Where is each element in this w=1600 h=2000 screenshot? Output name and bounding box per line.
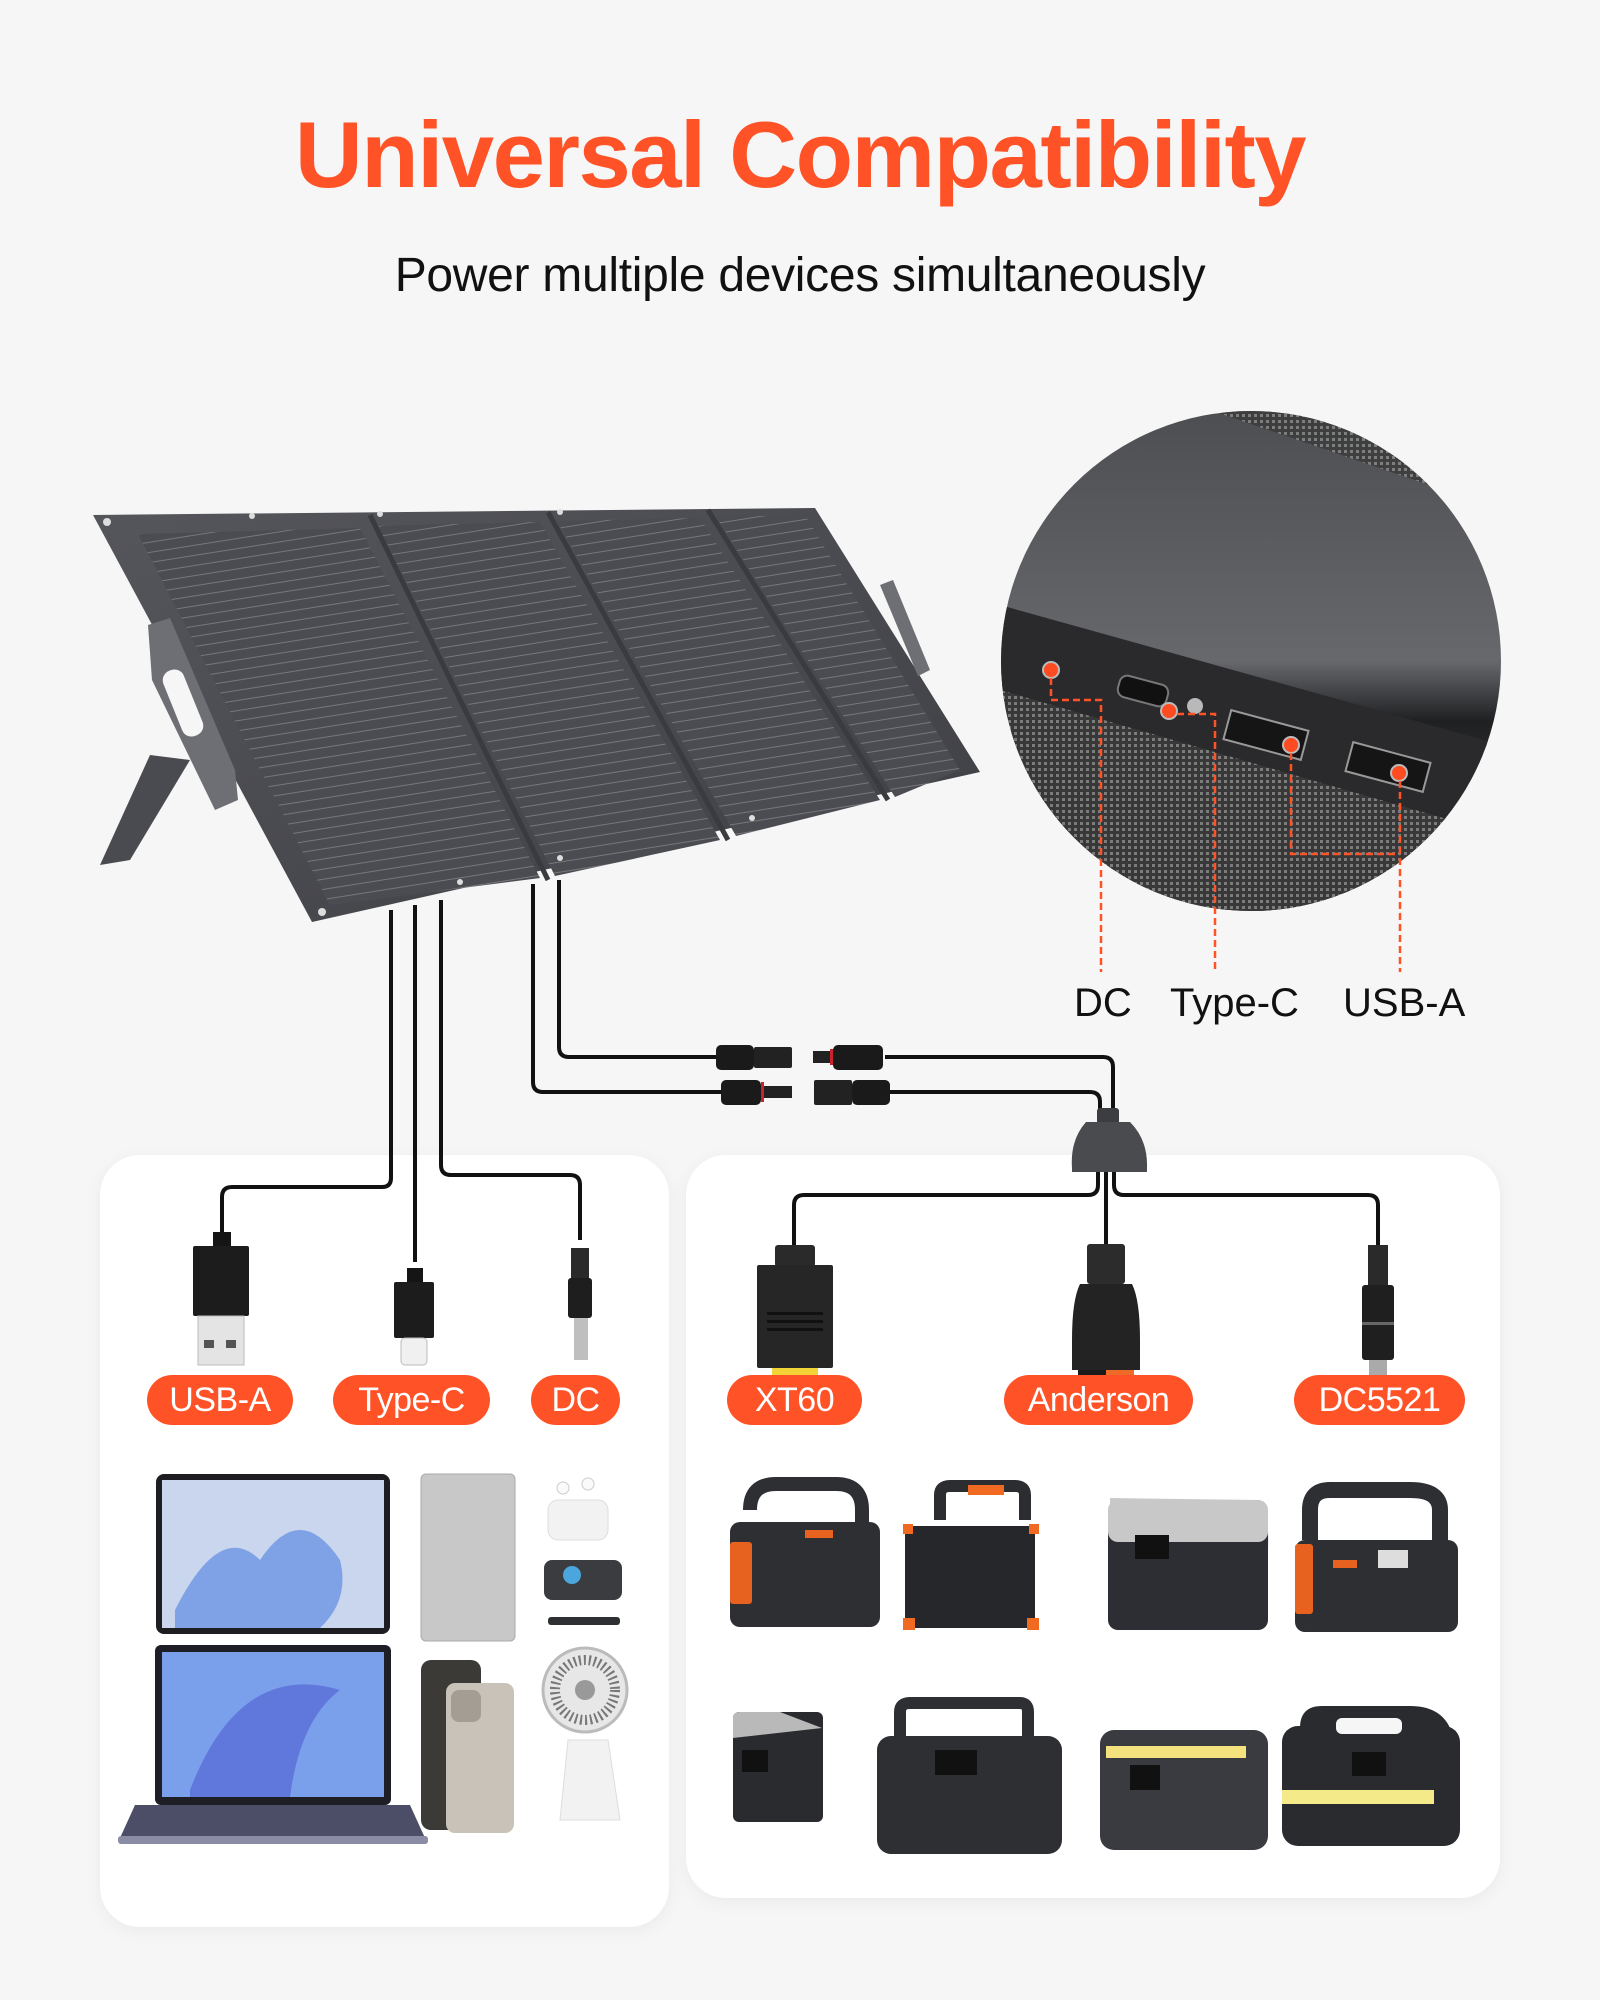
mc4-connector-icon (814, 1080, 890, 1105)
usb-cables (220, 900, 582, 1262)
kickstand (100, 755, 190, 865)
power-station-4-icon (1295, 1482, 1458, 1632)
splitter-cables (792, 1172, 1380, 1250)
connector-badge-xt60: XT60 (727, 1375, 862, 1425)
power-station-6-icon (877, 1697, 1062, 1854)
mc4-connector-icon (813, 1045, 883, 1070)
splitter-hub-icon (1071, 1108, 1148, 1172)
power-station-1-icon (730, 1477, 880, 1627)
power-station-7-icon (1100, 1730, 1268, 1850)
solar-panel (93, 508, 980, 922)
connector-badge-anderson: Anderson (1004, 1375, 1193, 1425)
callout-label-type-c: Type-C (1170, 981, 1299, 1025)
mc4-connector-icon (716, 1045, 792, 1070)
mc4-cables (531, 880, 1115, 1112)
clip-fan-icon (541, 1646, 629, 1821)
port-closeup (1001, 411, 1501, 972)
usb-c-plug-icon (394, 1268, 434, 1366)
page-title: Universal Compatibility (294, 102, 1307, 207)
connector-badge-type-c: Type-C (333, 1375, 490, 1425)
laptop-icon (118, 1645, 428, 1844)
power-station-8-icon (1282, 1706, 1460, 1846)
connector-badge-dc: DC (531, 1375, 620, 1425)
power-station-5-icon (733, 1712, 823, 1822)
dc-barrel-plug-icon (568, 1248, 592, 1360)
mc4-connectors (716, 1045, 890, 1105)
callout-label-dc: DC (1074, 981, 1132, 1025)
projector-icon (544, 1560, 622, 1625)
connector-badge-dc5521: DC5521 (1294, 1375, 1465, 1425)
callout-label-usb-a: USB-A (1343, 981, 1466, 1025)
power-station-illustrations (730, 1477, 1460, 1854)
connector-badge-usb-a: USB-A (147, 1375, 293, 1425)
smartphone-icon (421, 1660, 514, 1833)
usb-a-plug-icon (193, 1232, 249, 1366)
callout-leaders (1049, 678, 1402, 972)
power-station-3-icon (1108, 1498, 1269, 1630)
earbuds-icon (547, 1477, 609, 1541)
page-subtitle: Power multiple devices simultaneously (394, 249, 1206, 302)
power-bank-icon (420, 1473, 516, 1642)
mc4-connector-icon (721, 1080, 792, 1105)
tablet-icon (156, 1474, 390, 1634)
usb-device-illustrations (118, 1473, 629, 1844)
power-station-2-icon (903, 1480, 1039, 1630)
